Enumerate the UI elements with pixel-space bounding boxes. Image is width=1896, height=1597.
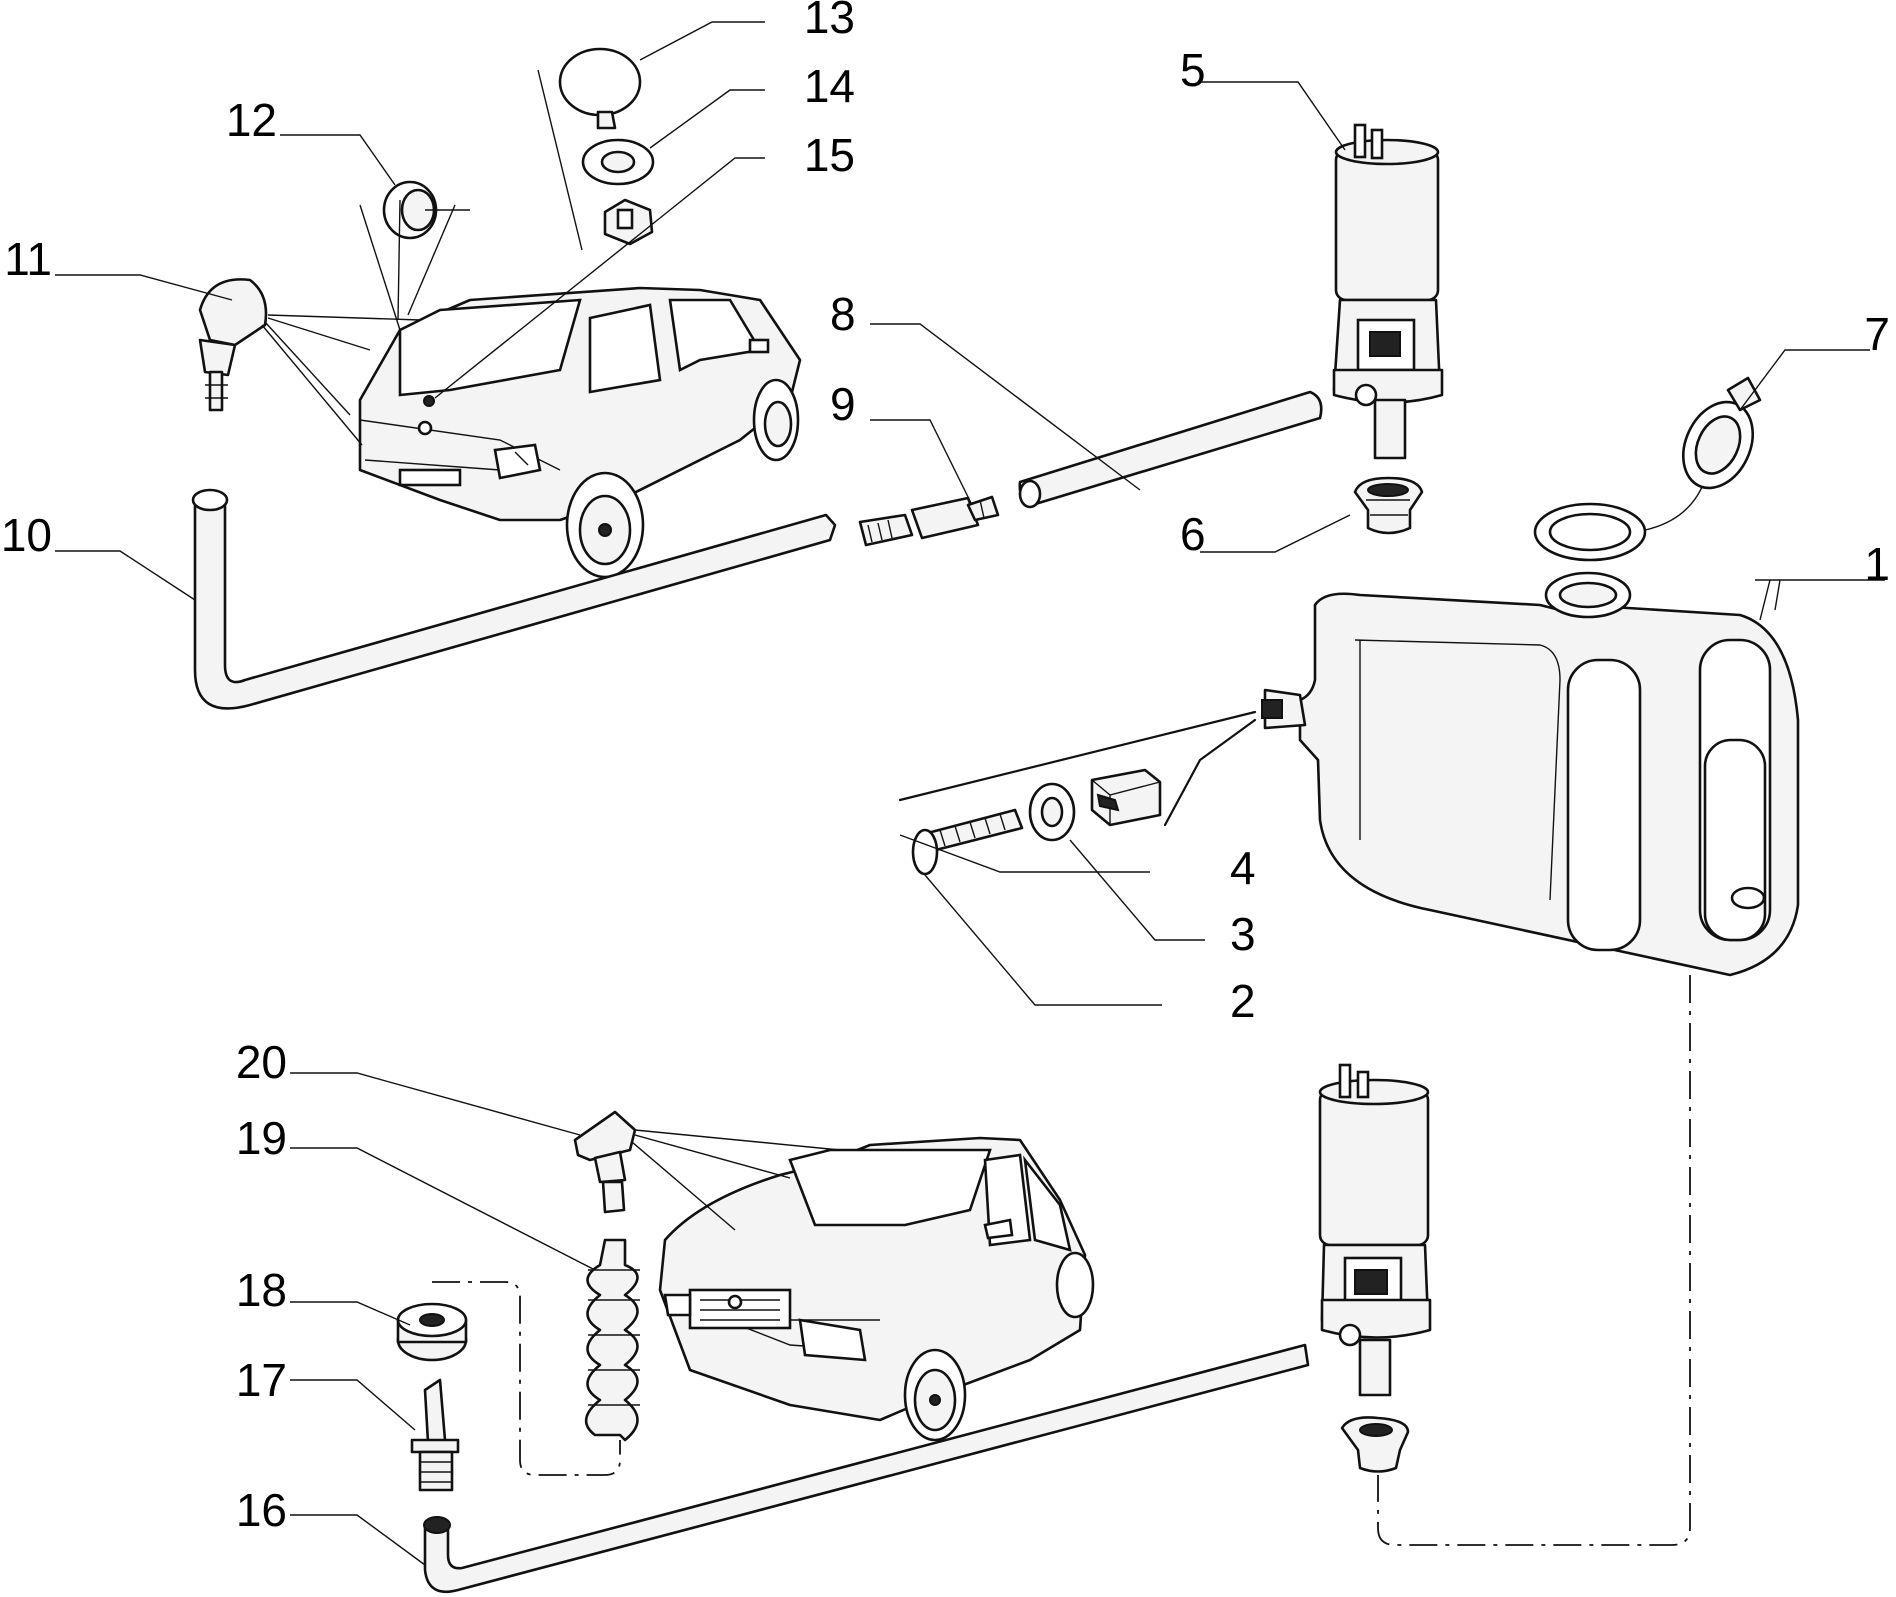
hose-8 (1018, 390, 1323, 507)
callout-13: 13 (804, 0, 855, 43)
callout-16: 16 (236, 1484, 287, 1536)
hose-10-end (191, 488, 229, 512)
callout-2: 2 (1230, 975, 1256, 1027)
callout-14: 14 (804, 60, 855, 112)
hose-10 (193, 498, 837, 710)
screw-2 (911, 808, 1024, 876)
callout-1: 1 (1864, 538, 1890, 590)
callout-10: 10 (1, 509, 52, 561)
callout-8: 8 (830, 288, 856, 340)
front-car-illustration (658, 1136, 1095, 1442)
callout-5: 5 (1180, 44, 1206, 96)
connector-9 (858, 495, 1000, 547)
dash-link-tank-pump (1377, 975, 1691, 1546)
stud-17 (410, 1378, 460, 1492)
callout-18: 18 (236, 1264, 287, 1316)
callout-labels: 1 2 3 4 5 6 7 8 9 10 11 12 13 14 15 16 1… (1, 0, 1890, 1536)
callout-3: 3 (1230, 908, 1256, 960)
callout-12: 12 (226, 94, 277, 146)
hose-19 (584, 1238, 640, 1442)
leader-lines (55, 21, 1885, 1566)
cap-13 (558, 47, 642, 130)
callout-17: 17 (236, 1354, 287, 1406)
washer-pump-5 (1332, 123, 1444, 460)
hose-8-end (1018, 479, 1042, 509)
rear-car-illustration (358, 286, 802, 579)
callout-7: 7 (1864, 308, 1890, 360)
bracket-4 (1090, 768, 1162, 827)
dash-link-grommet-hose (432, 1281, 621, 1476)
callout-11: 11 (4, 233, 52, 285)
callout-19: 19 (236, 1112, 287, 1164)
hose-16-end (423, 1516, 451, 1534)
hose-16 (423, 1343, 1310, 1594)
washer-tank-1 (1261, 571, 1800, 977)
rear-nozzle-11 (198, 278, 268, 412)
washer-3 (1028, 782, 1076, 842)
callout-4: 4 (1230, 842, 1256, 894)
callout-20: 20 (236, 1036, 287, 1088)
grommet-6 (1353, 476, 1424, 535)
filler-cap-7 (1533, 376, 1762, 562)
callout-6: 6 (1180, 508, 1206, 560)
callout-9: 9 (830, 378, 856, 430)
front-nozzle-20 (573, 1110, 637, 1214)
washer-pump-lower (1318, 1063, 1432, 1473)
nut-15 (603, 198, 654, 246)
callout-15: 15 (804, 129, 855, 181)
grommet-18 (396, 1302, 468, 1362)
seal-14 (581, 138, 655, 186)
